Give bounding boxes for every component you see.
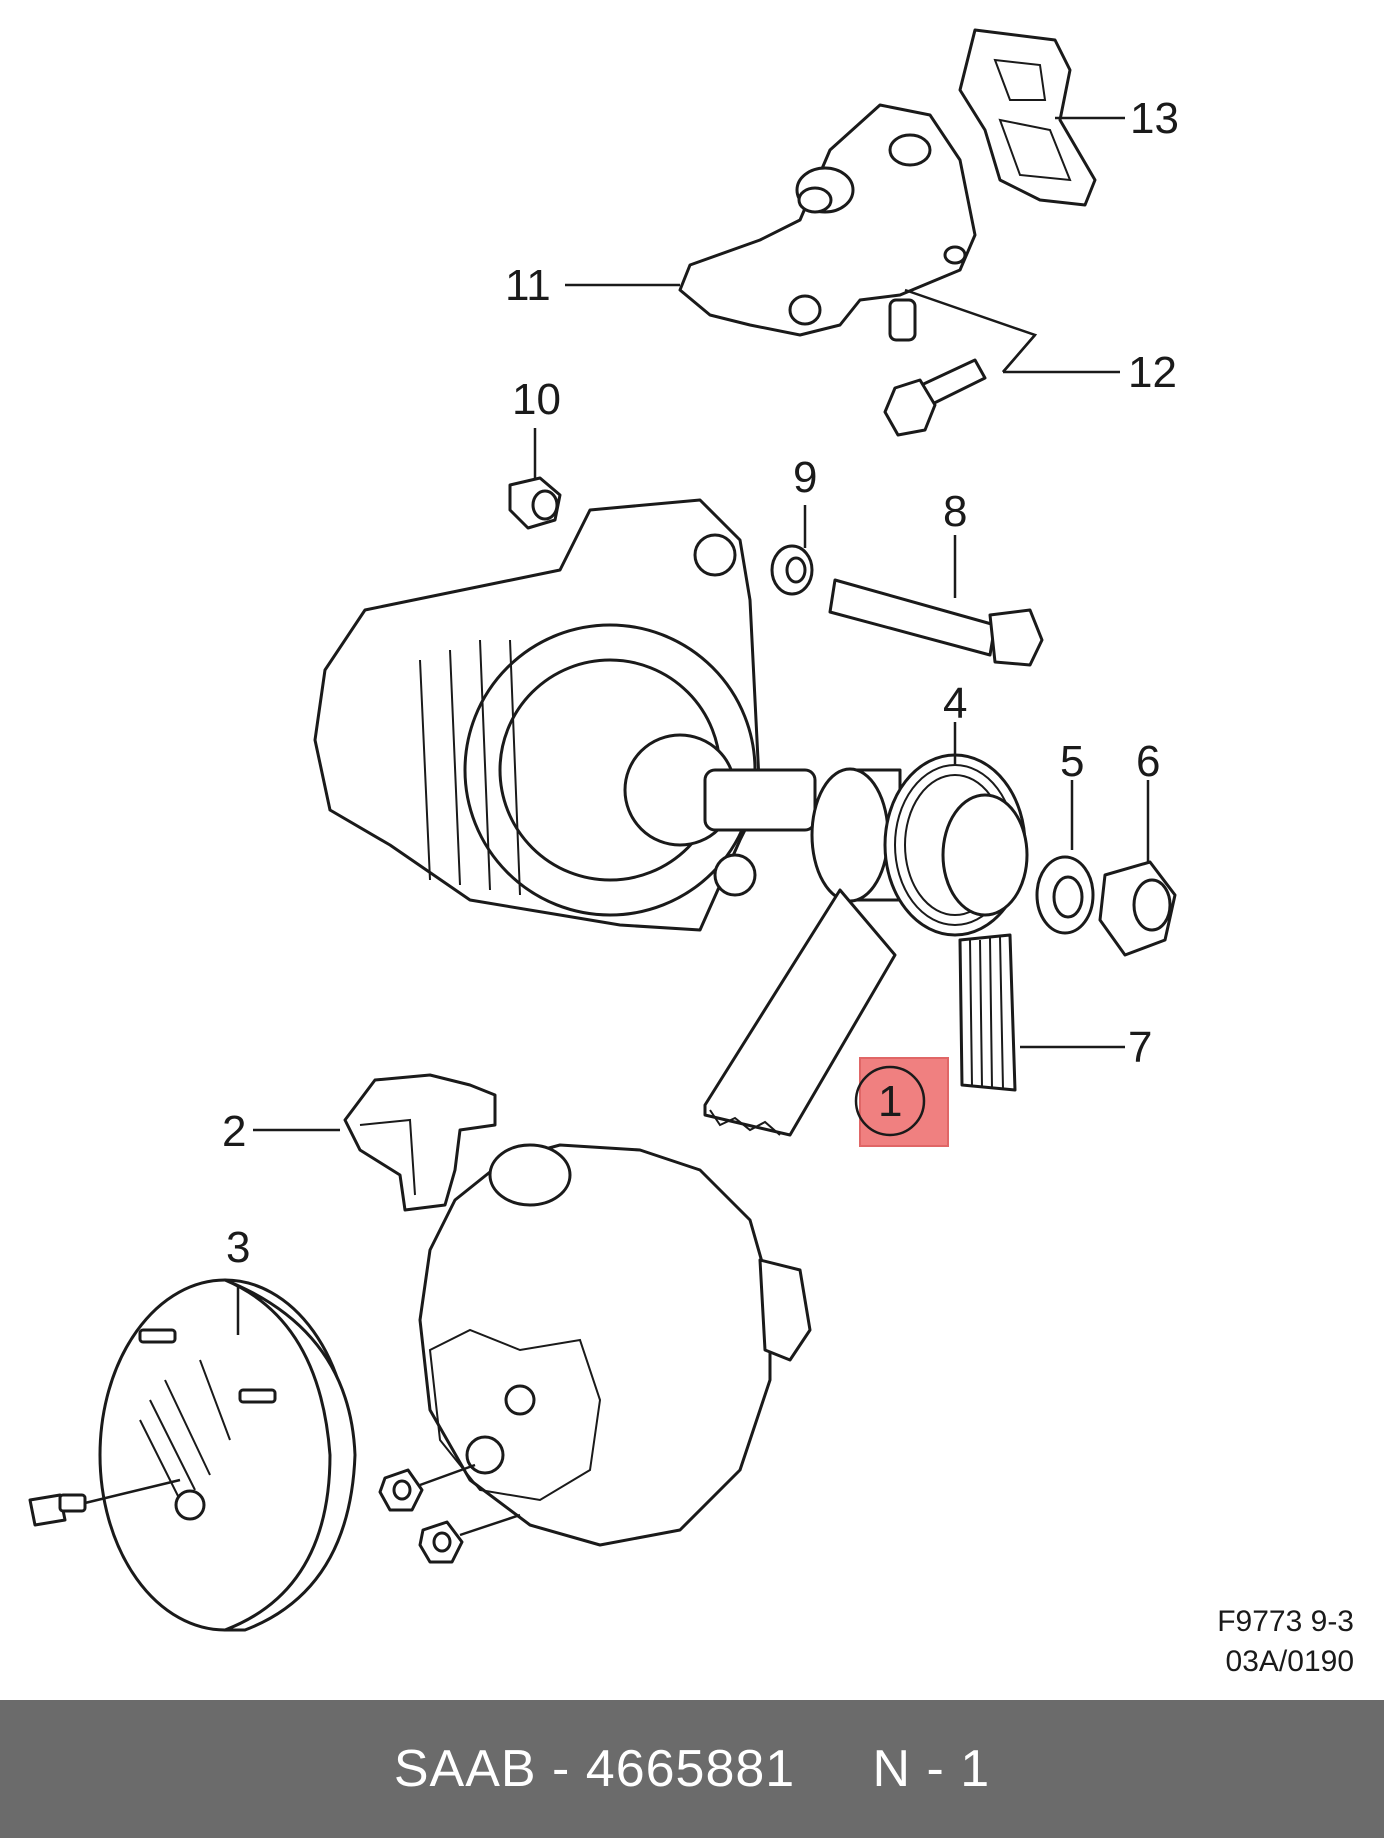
washer-9-part bbox=[770, 544, 814, 596]
washer-5-part bbox=[1035, 855, 1095, 935]
parts-diagram: 13 11 12 10 9 8 4 5 6 7 1 2 3 bbox=[28, 28, 1179, 1632]
gasket-part bbox=[958, 28, 1097, 207]
bolt-12-part bbox=[883, 358, 987, 437]
alternator-front-part bbox=[313, 498, 817, 932]
callout-1-circle bbox=[854, 1065, 926, 1137]
callout-10: 10 bbox=[512, 375, 561, 424]
screw-part bbox=[28, 1493, 87, 1527]
footer-text: SAAB - 4665881 N - 1 bbox=[393, 1740, 991, 1798]
nut-6-part bbox=[1098, 860, 1177, 957]
callout-12: 12 bbox=[1128, 348, 1177, 397]
callout-7: 7 bbox=[1128, 1023, 1152, 1072]
callout-8: 8 bbox=[943, 487, 967, 536]
bolt-8-part bbox=[828, 578, 1044, 667]
bracket-housing-part bbox=[678, 103, 977, 342]
callout-13: 13 bbox=[1130, 94, 1179, 143]
callout-4: 4 bbox=[943, 679, 967, 728]
callout-1: 1 bbox=[878, 1077, 902, 1126]
callout-2: 2 bbox=[222, 1107, 246, 1156]
nut-b-part bbox=[418, 1520, 464, 1564]
callout-6: 6 bbox=[1136, 737, 1160, 786]
nut-10-part bbox=[508, 476, 562, 530]
belt-7-part bbox=[958, 933, 1017, 1092]
callout-3: 3 bbox=[226, 1223, 250, 1272]
reference-code-line1: F9773 9-3 bbox=[1217, 1605, 1354, 1638]
leader-lines bbox=[84, 116, 1150, 1537]
callout-9: 9 bbox=[793, 453, 817, 502]
footer-bar: SAAB - 4665881 N - 1 bbox=[0, 1700, 1384, 1838]
rear-cover-3-part bbox=[98, 1278, 357, 1632]
reference-code-line2: 03A/0190 bbox=[1225, 1645, 1354, 1678]
pulley-4-part bbox=[810, 753, 1029, 937]
callout-5: 5 bbox=[1060, 737, 1084, 786]
callout-11: 11 bbox=[505, 261, 551, 310]
nut-a-part bbox=[378, 1468, 424, 1512]
belt-1-part bbox=[703, 888, 897, 1137]
regulator-2-part bbox=[343, 1073, 497, 1212]
alternator-rear-part bbox=[418, 1143, 812, 1547]
